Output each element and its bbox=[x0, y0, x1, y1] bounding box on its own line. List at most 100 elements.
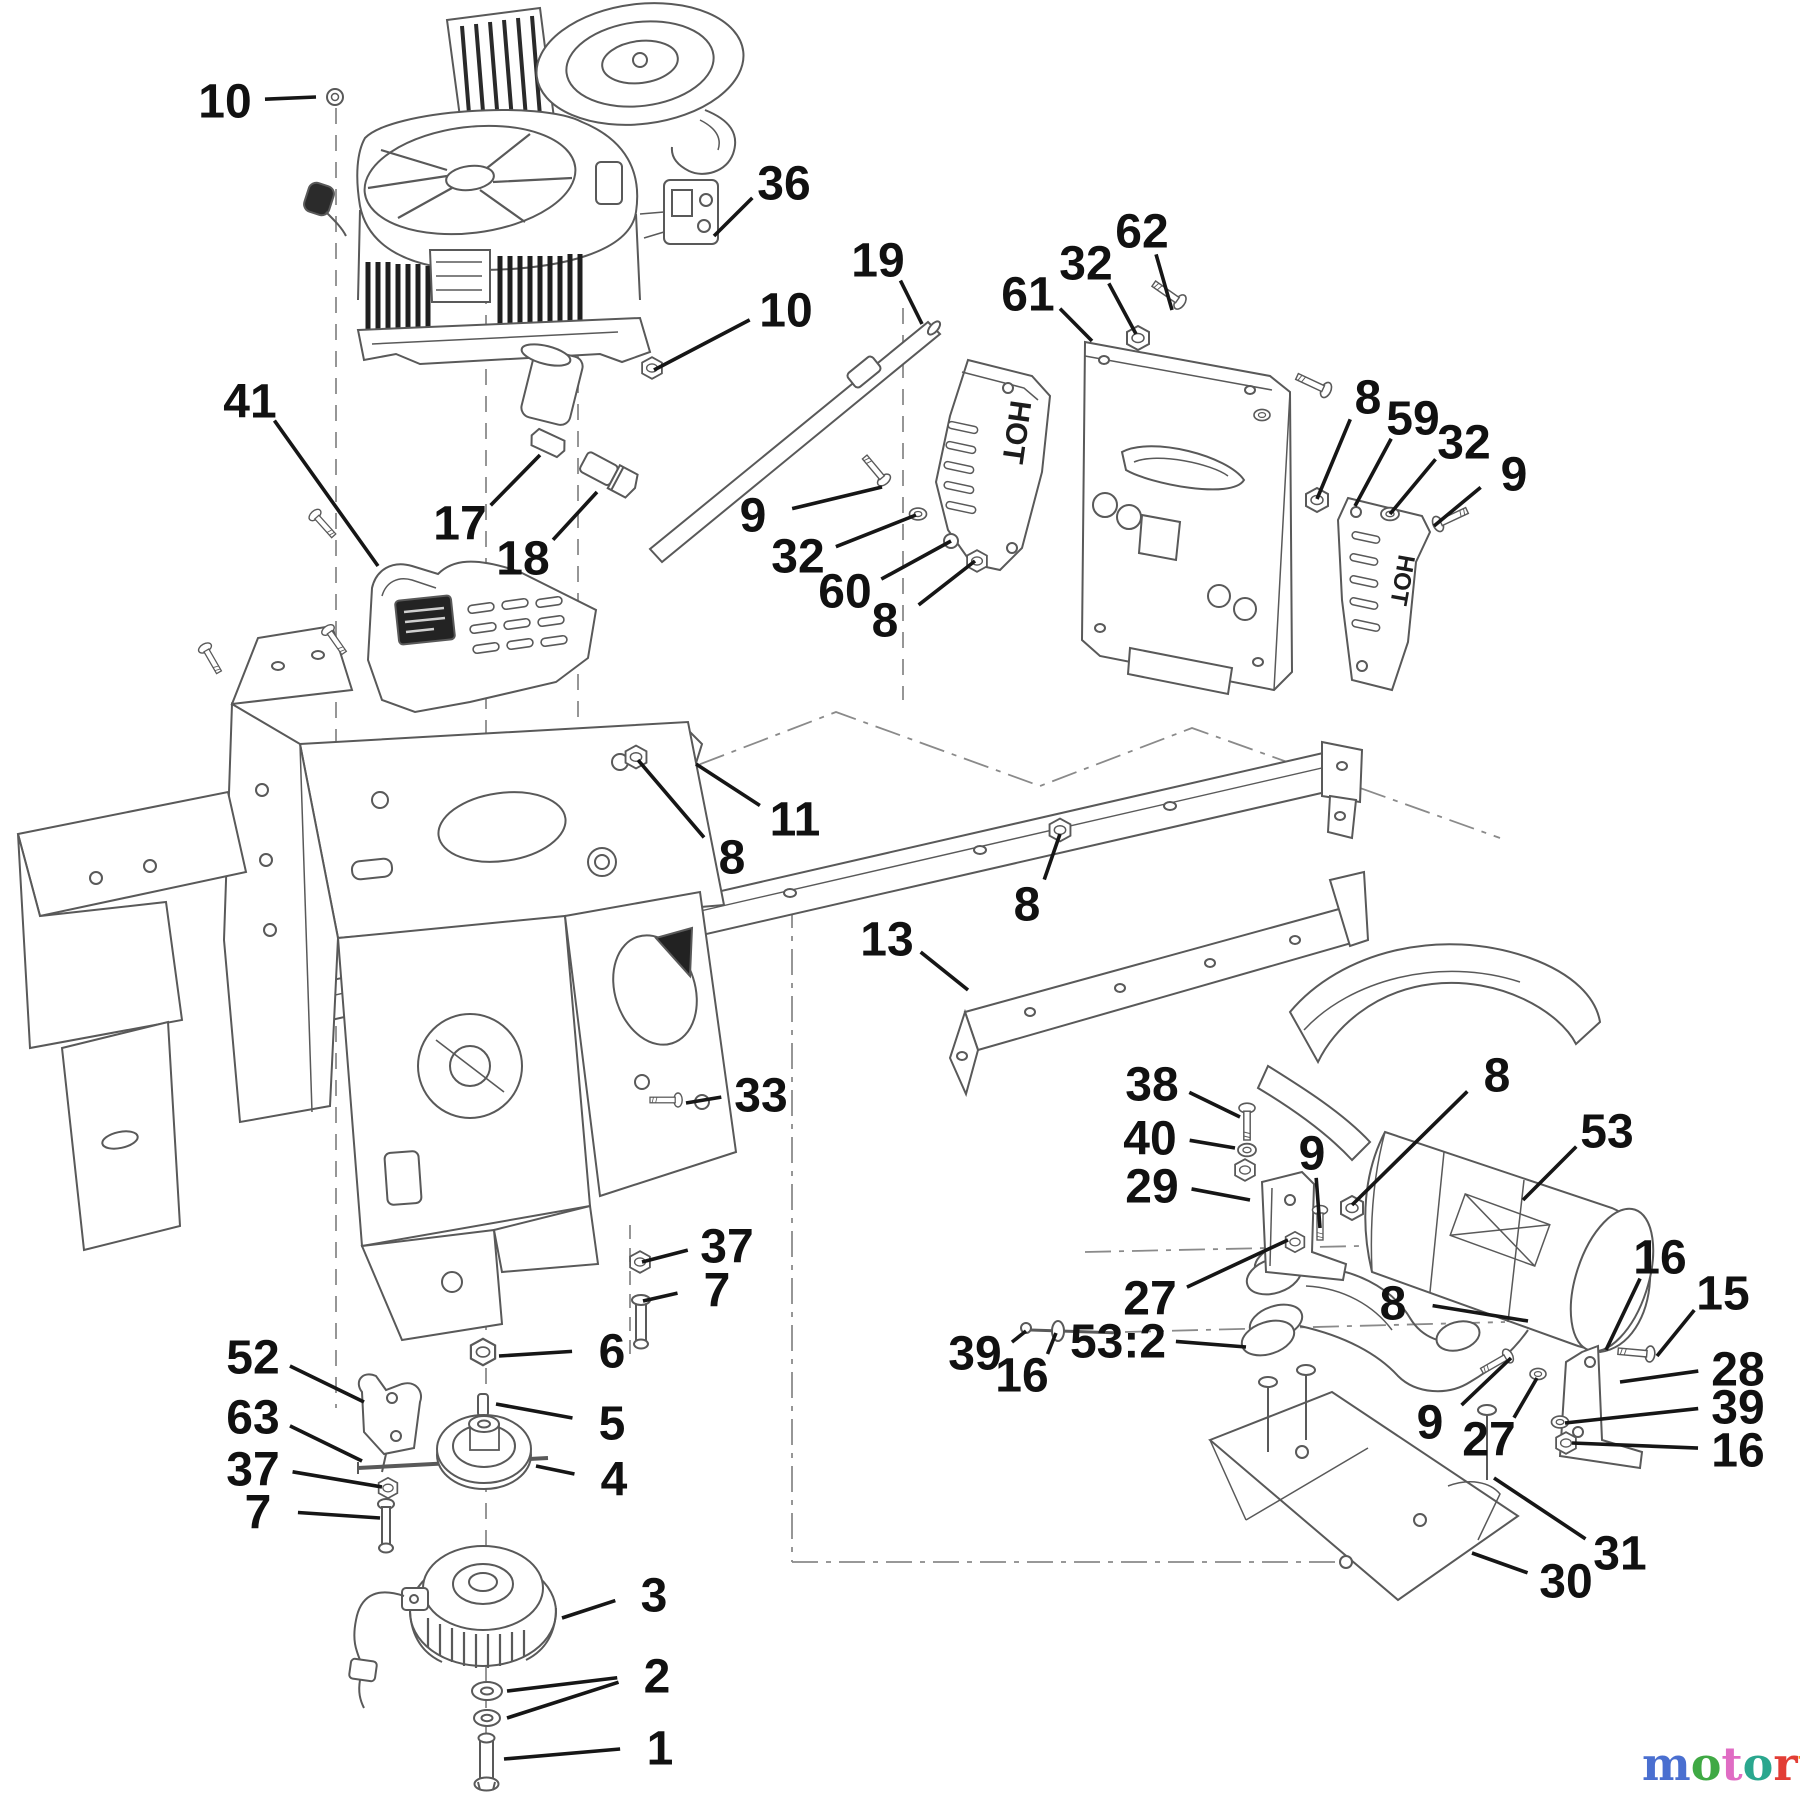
callout-7: 7 bbox=[245, 1486, 272, 1539]
callout-8: 8 bbox=[1380, 1277, 1407, 1330]
leader-line bbox=[289, 1364, 365, 1404]
callout-8: 8 bbox=[1484, 1049, 1511, 1102]
leader-line bbox=[535, 1464, 575, 1476]
starter-solenoid bbox=[639, 179, 719, 245]
callout-19: 19 bbox=[851, 234, 904, 287]
callout-8: 8 bbox=[1014, 878, 1041, 931]
engine-assembly bbox=[303, 2, 745, 499]
callout-32: 32 bbox=[771, 530, 824, 583]
callout-16: 16 bbox=[1633, 1231, 1686, 1284]
clutch-anchor-bracket bbox=[357, 1373, 422, 1456]
callout-5: 5 bbox=[599, 1397, 626, 1450]
callout-59: 59 bbox=[1386, 392, 1439, 445]
leader-line bbox=[495, 1402, 573, 1420]
callout-32: 32 bbox=[1437, 416, 1490, 469]
leader-line bbox=[1010, 1329, 1028, 1344]
leader-line bbox=[880, 539, 952, 581]
callout-9: 9 bbox=[1501, 448, 1528, 501]
callout-4: 4 bbox=[601, 1453, 628, 1506]
callout-30: 30 bbox=[1539, 1555, 1592, 1608]
callout-3: 3 bbox=[641, 1569, 668, 1622]
callout-18: 18 bbox=[496, 532, 549, 585]
leader-line bbox=[642, 1291, 678, 1303]
callout-28: 28 bbox=[1711, 1343, 1764, 1396]
blower-housing bbox=[356, 109, 641, 301]
electric-clutch bbox=[348, 1545, 557, 1709]
channel-end-bracket bbox=[1321, 740, 1364, 804]
callout-10: 10 bbox=[198, 75, 251, 128]
leader-line bbox=[1432, 485, 1482, 528]
control-panel bbox=[1080, 276, 1335, 696]
callout-13: 13 bbox=[860, 913, 913, 966]
leader-line bbox=[1460, 1356, 1513, 1407]
leader-line bbox=[264, 95, 317, 101]
leader-line bbox=[1493, 1476, 1587, 1541]
leader-line bbox=[498, 1349, 573, 1358]
leader-line bbox=[1058, 307, 1094, 343]
frame-weldment bbox=[16, 506, 1364, 1342]
air-cleaner bbox=[445, 2, 745, 175]
oil-drain-fitting bbox=[579, 451, 639, 499]
callout-61: 61 bbox=[1001, 268, 1054, 321]
callout-63: 63 bbox=[226, 1391, 279, 1444]
leader-line bbox=[1154, 253, 1174, 311]
callout-27: 27 bbox=[1123, 1272, 1176, 1325]
leader-line bbox=[695, 762, 761, 808]
leader-line bbox=[917, 559, 977, 607]
callout-9: 9 bbox=[1417, 1396, 1444, 1449]
leader-line bbox=[835, 513, 917, 549]
leader-line bbox=[1432, 1303, 1529, 1323]
callout-52: 52 bbox=[226, 1331, 279, 1384]
leader-line bbox=[1315, 418, 1352, 500]
leader-line bbox=[1471, 1551, 1529, 1575]
watermark-logo: motoruf.de bbox=[1642, 1737, 1800, 1791]
callout-7: 7 bbox=[704, 1264, 731, 1317]
callout-8: 8 bbox=[872, 594, 899, 647]
callout-27: 27 bbox=[1462, 1413, 1515, 1466]
callout-38: 38 bbox=[1125, 1058, 1178, 1111]
leader-line bbox=[1107, 282, 1138, 335]
leader-line bbox=[503, 1747, 621, 1761]
leader-line bbox=[1619, 1369, 1699, 1384]
callout-16: 16 bbox=[995, 1349, 1048, 1402]
callout-33: 33 bbox=[734, 1069, 787, 1122]
inlet-downpipe bbox=[1256, 1064, 1372, 1162]
leader-line bbox=[898, 279, 924, 325]
skid-plate bbox=[1208, 1364, 1520, 1602]
callout-31: 31 bbox=[1593, 1527, 1646, 1580]
clutch-stack bbox=[348, 1337, 557, 1792]
leader-line bbox=[506, 1680, 620, 1720]
leader-line bbox=[489, 453, 542, 507]
leader-line bbox=[712, 196, 754, 238]
leader-line bbox=[1314, 1177, 1322, 1229]
callout-6: 6 bbox=[599, 1325, 626, 1378]
callout-15: 15 bbox=[1696, 1267, 1749, 1320]
callout-17: 17 bbox=[433, 497, 486, 550]
leader-line bbox=[791, 485, 883, 511]
callout-16: 16 bbox=[1711, 1424, 1764, 1477]
leader-line bbox=[919, 950, 970, 992]
dipstick bbox=[303, 181, 347, 237]
callout-2: 2 bbox=[644, 1650, 671, 1703]
skid-plate-bolts bbox=[1258, 1364, 1497, 1480]
leader-line bbox=[1188, 1090, 1241, 1119]
leader-line bbox=[297, 1510, 381, 1520]
muffler-guard bbox=[366, 560, 598, 714]
leader-line bbox=[1186, 1238, 1289, 1289]
callout-41: 41 bbox=[223, 375, 276, 428]
callout-1: 1 bbox=[647, 1722, 674, 1775]
leader-line bbox=[1564, 1406, 1699, 1425]
leader-line bbox=[292, 1470, 383, 1489]
pulley bbox=[436, 1414, 532, 1490]
callout-37: 37 bbox=[700, 1220, 753, 1273]
clutch-bolt bbox=[473, 1732, 500, 1792]
heat-shield-right: HOT bbox=[1336, 496, 1432, 692]
muffler bbox=[1364, 1130, 1655, 1354]
muffler-bracket-rear bbox=[1477, 1342, 1657, 1470]
leader-line bbox=[272, 419, 380, 568]
leader-line bbox=[1388, 458, 1437, 516]
frame-left-rail bbox=[16, 790, 248, 918]
muffler-group bbox=[1020, 943, 1657, 1602]
